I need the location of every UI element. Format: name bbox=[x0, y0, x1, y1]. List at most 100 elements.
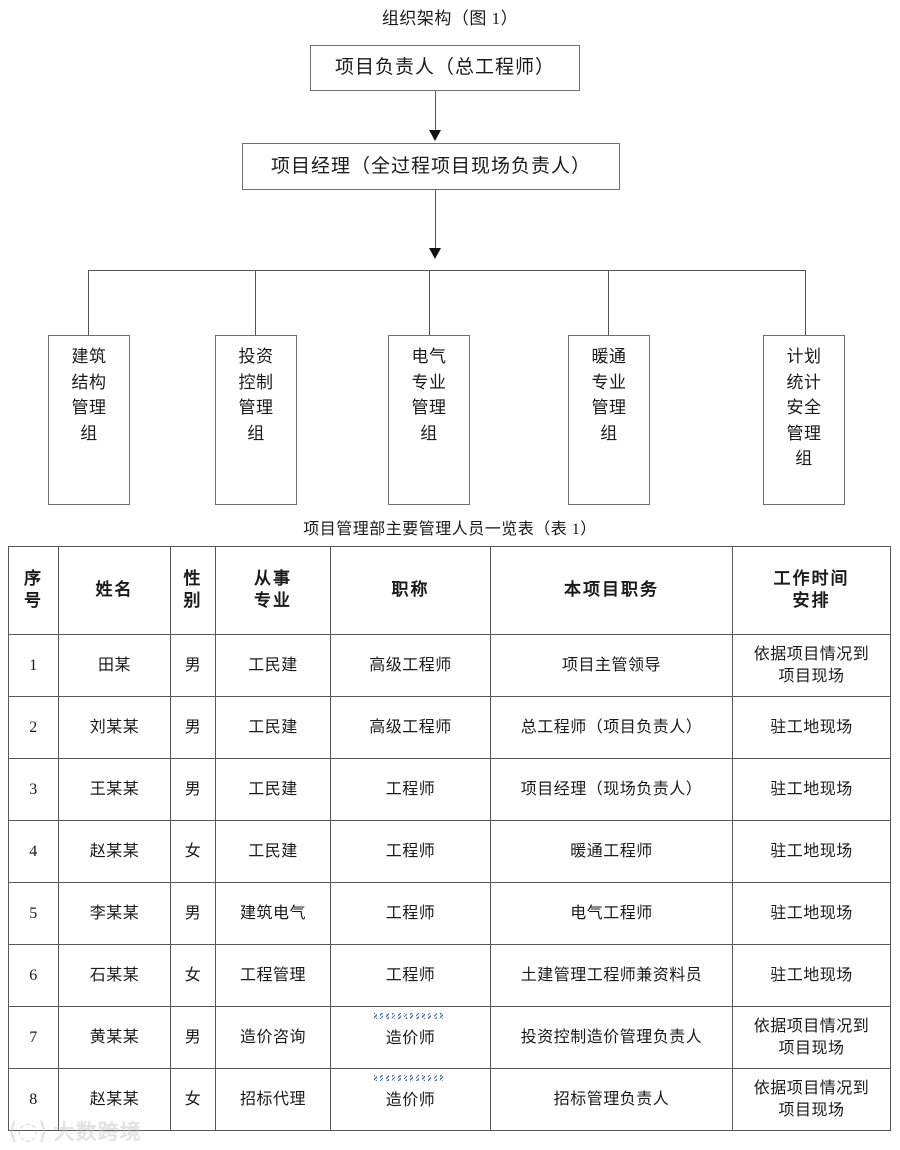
roster-cell-title: 工程师 bbox=[330, 882, 491, 945]
roster-cell-sex: 男 bbox=[170, 882, 216, 945]
roster-cell-name: 李某某 bbox=[58, 882, 171, 945]
header-line-4-0: 职称 bbox=[391, 580, 430, 600]
org-group-1-line-3: 组 bbox=[247, 423, 265, 443]
org-group-4-line-0: 计划 bbox=[786, 347, 822, 366]
roster-cell-index: 2 bbox=[8, 696, 59, 759]
roster-cell-role: 投资控制造价管理负责人 bbox=[490, 1006, 733, 1069]
org-chart: 组织架构（图 1） 项目负责人（总工程师） 项目经理（全过程项目现场负责人） 建… bbox=[0, 0, 900, 540]
roster-cell-role: 总工程师（项目负责人） bbox=[490, 696, 733, 759]
roster-cell-major: 工民建 bbox=[215, 634, 331, 697]
roster-cell-index: 1 bbox=[8, 634, 59, 697]
org-group-0-line-2: 管理 bbox=[71, 398, 107, 417]
org-group-1-line-2: 管理 bbox=[238, 398, 274, 417]
connector-drop-1 bbox=[255, 270, 256, 335]
roster-cell-schedule: 驻工地现场 bbox=[732, 696, 891, 759]
org-node-group-1-label: 投资控制管理组 bbox=[239, 344, 274, 446]
roster-cell-sex: 女 bbox=[170, 820, 216, 883]
roster-header-name: 姓名 bbox=[58, 546, 171, 635]
roster-cell-role: 项目经理（现场负责人） bbox=[490, 758, 733, 821]
roster-cell-index: 8 bbox=[8, 1068, 59, 1131]
org-node-group-4: 计划统计安全管理组 bbox=[763, 335, 845, 505]
org-group-4-line-4: 组 bbox=[795, 449, 813, 468]
connector-drop-3 bbox=[608, 270, 609, 335]
org-node-project-lead: 项目负责人（总工程师） bbox=[310, 45, 580, 91]
connector-drop-4 bbox=[805, 270, 806, 335]
roster-cell-schedule: 驻工地现场 bbox=[732, 882, 891, 945]
roster-cell-schedule: 驻工地现场 bbox=[732, 820, 891, 883]
header-stack-2: 性别 bbox=[184, 568, 203, 612]
header-stack-5: 本项目职务 bbox=[564, 579, 659, 601]
org-group-4-line-1: 统计 bbox=[786, 372, 822, 392]
header-line-5-0: 本项目职务 bbox=[564, 580, 659, 600]
roster-cell-sex: 女 bbox=[170, 944, 216, 1007]
header-stack-6: 工作时间安排 bbox=[774, 568, 850, 612]
org-node-group-3: 暖通专业管理组 bbox=[568, 335, 650, 505]
schedule-line-0: 驻工地现场 bbox=[770, 904, 853, 922]
org-group-3-line-1: 专业 bbox=[591, 372, 627, 392]
roster-header-schedule: 工作时间安排 bbox=[732, 546, 891, 635]
org-group-3-line-2: 管理 bbox=[591, 398, 627, 417]
schedule-line-0: 依据项目情况到 bbox=[753, 1017, 870, 1035]
roster-cell-schedule: 依据项目情况到项目现场 bbox=[732, 634, 891, 697]
org-node-group-1: 投资控制管理组 bbox=[215, 335, 297, 505]
org-group-2-line-0: 电气 bbox=[411, 347, 447, 366]
schedule-line-1: 项目现场 bbox=[778, 1039, 845, 1057]
schedule-line-1: 项目现场 bbox=[778, 1101, 845, 1119]
org-node-group-3-label: 暖通专业管理组 bbox=[592, 344, 627, 446]
roster-cell-major: 工民建 bbox=[215, 820, 331, 883]
roster-cell-name: 赵某某 bbox=[58, 820, 171, 883]
schedule-line-0: 驻工地现场 bbox=[770, 966, 853, 984]
roster-cell-title: 高级工程师 bbox=[330, 634, 491, 697]
roster-cell-major: 工民建 bbox=[215, 696, 331, 759]
schedule-line-0: 驻工地现场 bbox=[770, 780, 853, 798]
roster-cell-sex: 男 bbox=[170, 696, 216, 759]
roster-cell-title: 工程师 bbox=[330, 820, 491, 883]
roster-cell-index: 7 bbox=[8, 1006, 59, 1069]
header-stack-3: 从事专业 bbox=[254, 568, 292, 612]
org-node-group-0: 建筑结构管理组 bbox=[48, 335, 130, 505]
roster-cell-role: 招标管理负责人 bbox=[490, 1068, 733, 1131]
roster-cell-role: 土建管理工程师兼资料员 bbox=[490, 944, 733, 1007]
roster-cell-major: 工民建 bbox=[215, 758, 331, 821]
org-node-group-0-label: 建筑结构管理组 bbox=[72, 344, 107, 446]
roster-cell-role: 电气工程师 bbox=[490, 882, 733, 945]
roster-cell-major: 建筑电气 bbox=[215, 882, 331, 945]
org-node-group-2: 电气专业管理组 bbox=[388, 335, 470, 505]
roster-header-role: 本项目职务 bbox=[490, 546, 733, 635]
connector-drop-2 bbox=[429, 270, 430, 335]
roster-cell-schedule: 依据项目情况到项目现场 bbox=[732, 1006, 891, 1069]
org-group-2-line-2: 管理 bbox=[411, 398, 447, 417]
org-group-2-line-3: 组 bbox=[420, 423, 438, 443]
roster-table-caption: 项目管理部主要管理人员一览表（表 1） bbox=[303, 521, 597, 538]
org-node-group-2-label: 电气专业管理组 bbox=[412, 344, 447, 446]
roster-cell-title: 工程师 bbox=[330, 944, 491, 1007]
header-line-3-1: 专业 bbox=[254, 591, 292, 611]
roster-cell-role: 项目主管领导 bbox=[490, 634, 733, 697]
header-stack-1: 姓名 bbox=[96, 579, 134, 601]
roster-cell-name: 黄某某 bbox=[58, 1006, 171, 1069]
header-stack-0: 序号 bbox=[24, 568, 43, 612]
org-group-3-line-3: 组 bbox=[600, 423, 618, 443]
roster-cell-title: 造价师 bbox=[330, 1068, 491, 1131]
connector-drop-0 bbox=[88, 270, 89, 335]
roster-header-index: 序号 bbox=[8, 546, 59, 635]
roster-cell-name: 刘某某 bbox=[58, 696, 171, 759]
roster-cell-schedule: 驻工地现场 bbox=[732, 944, 891, 1007]
roster-cell-name: 石某某 bbox=[58, 944, 171, 1007]
roster-cell-major: 工程管理 bbox=[215, 944, 331, 1007]
org-group-3-line-0: 暖通 bbox=[591, 347, 627, 366]
spellcheck-squiggle-icon: 造价师 bbox=[386, 1088, 436, 1112]
org-node-group-4-label: 计划统计安全管理组 bbox=[787, 344, 822, 472]
roster-cell-schedule: 驻工地现场 bbox=[732, 758, 891, 821]
org-group-1-line-1: 控制 bbox=[238, 372, 274, 392]
roster-header-row: 序号 姓名 性别 从事专业 职称 本项目职务 工作时间安排 bbox=[8, 546, 891, 635]
spellcheck-squiggle-icon: 造价师 bbox=[386, 1026, 436, 1050]
header-stack-4: 职称 bbox=[392, 579, 430, 601]
